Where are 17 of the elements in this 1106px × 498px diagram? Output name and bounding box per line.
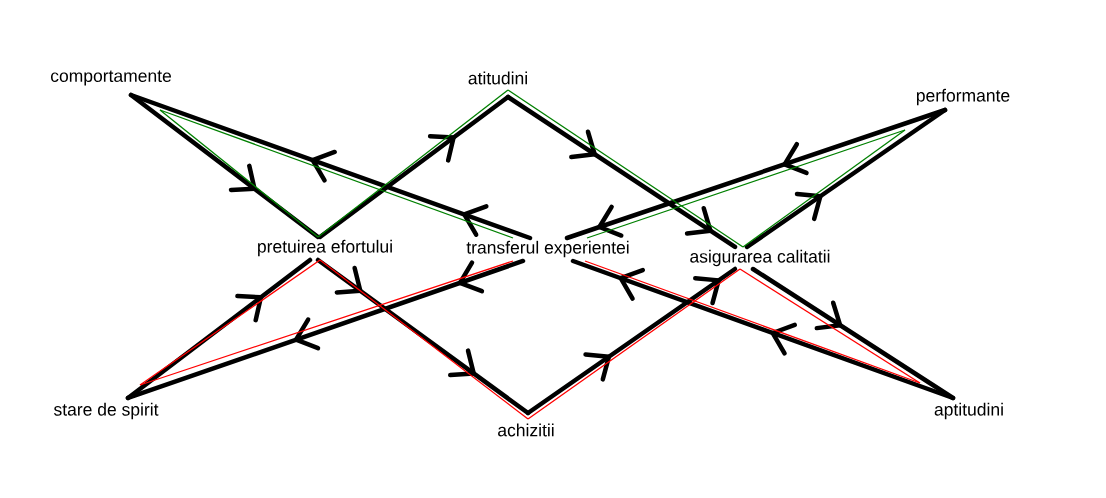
- connector-line: [739, 268, 921, 384]
- connector-line: [139, 259, 321, 386]
- connector-line: [742, 129, 906, 248]
- concept-label: asigurarea calitatii: [690, 249, 830, 267]
- connector-line: [159, 109, 514, 239]
- concept-label: atitudini: [468, 71, 527, 85]
- concept-label: transferul experientei: [466, 240, 629, 258]
- connector-line: [584, 260, 921, 384]
- connector-line: [586, 129, 906, 239]
- concept-label: achizitii: [498, 423, 554, 437]
- connector-line: [159, 109, 319, 238]
- concept-label: stare de spirit: [54, 402, 159, 420]
- concept-label: pretuirea efortului: [258, 239, 392, 257]
- concept-label: performante: [916, 88, 1010, 106]
- connector-line: [139, 260, 514, 386]
- concept-label: aptitudini: [934, 402, 1003, 420]
- concept-label: comportamente: [50, 70, 171, 86]
